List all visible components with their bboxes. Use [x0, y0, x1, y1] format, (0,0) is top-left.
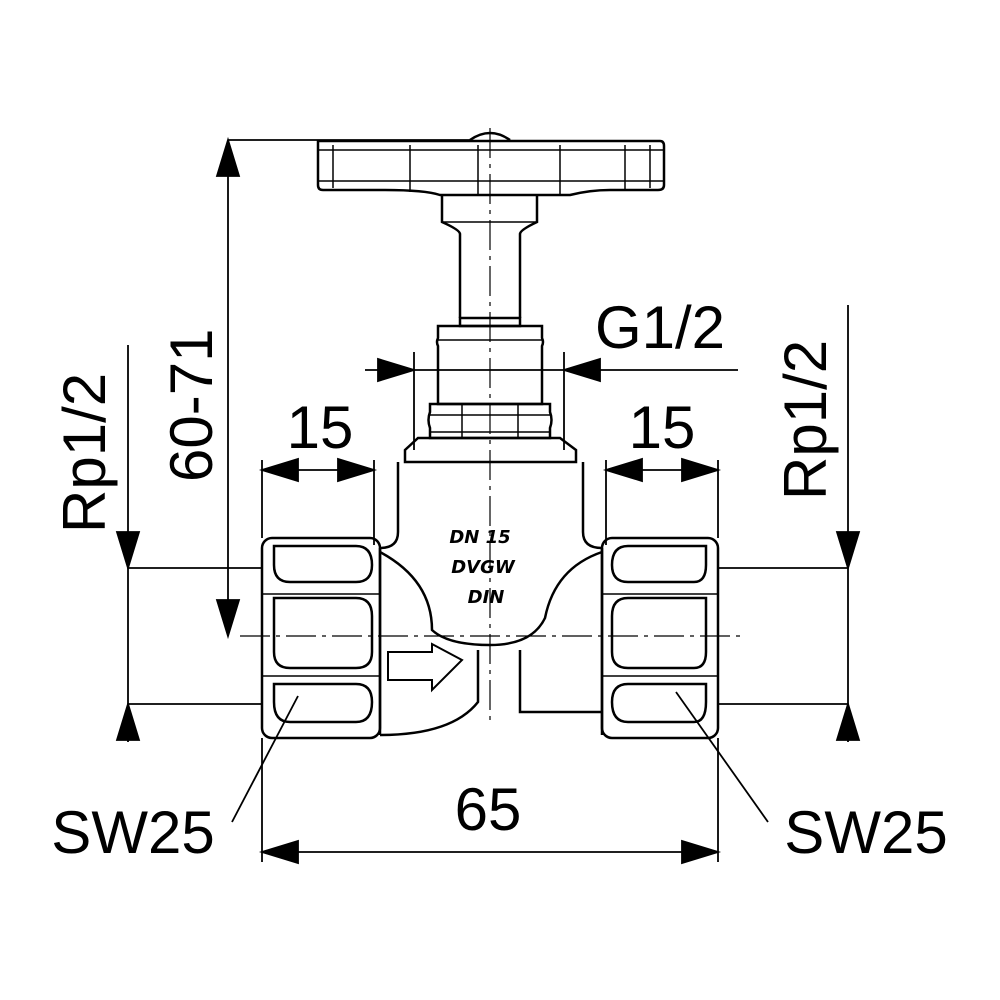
dim-right-depth: 15	[629, 394, 696, 461]
dim-right-wrench: SW25	[784, 799, 947, 866]
dim-left-thread: Rp1/2	[51, 373, 118, 533]
dimension-labels: Rp1/2 60-71 15 G1/2 15 Rp1/2 SW25 65 SW2…	[51, 294, 948, 866]
body-marking: DN 15 DVGW DIN	[449, 527, 516, 608]
dimension-lines	[115, 136, 861, 865]
dim-left-wrench: SW25	[51, 799, 214, 866]
left-hex-port	[260, 536, 382, 740]
dim-length: 65	[455, 776, 522, 843]
handwheel	[316, 131, 666, 197]
dim-height-range: 60-71	[158, 329, 225, 482]
center-lines	[240, 128, 740, 720]
right-hex-port	[600, 536, 720, 740]
marking-line-2: DVGW	[451, 557, 516, 578]
dim-stem-thread: G1/2	[595, 294, 725, 361]
dim-right-thread: Rp1/2	[772, 340, 839, 500]
marking-line-1: DN 15	[449, 527, 510, 548]
dim-left-depth: 15	[287, 394, 354, 461]
marking-line-3: DIN	[468, 587, 505, 608]
